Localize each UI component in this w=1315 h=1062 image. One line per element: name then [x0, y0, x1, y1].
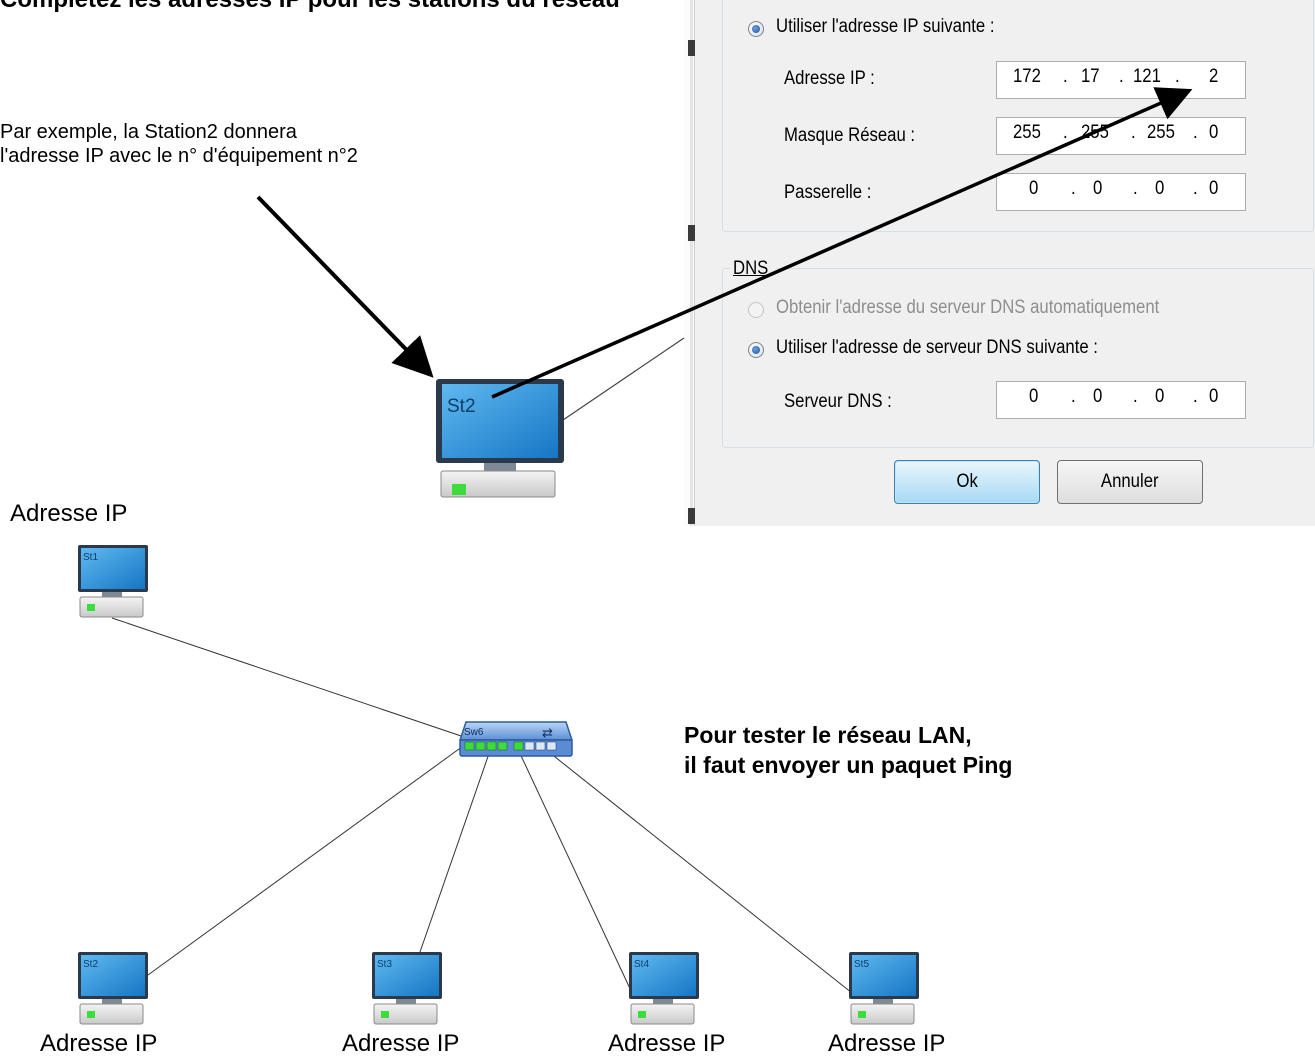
dialog-left-edge: [684, 0, 695, 526]
gateway-label: Passerelle :: [784, 182, 872, 203]
ip-label-st1: Adresse IP: [10, 500, 128, 527]
ip-label-st4: Adresse IP: [608, 1030, 726, 1057]
link-st5: [539, 744, 853, 994]
computer-st2[interactable]: St2: [78, 952, 148, 1025]
switch-label: Sw6: [464, 727, 484, 738]
dns-group-title: DNS: [730, 258, 777, 280]
station-label: St4: [634, 959, 649, 970]
radio-dns-auto[interactable]: [748, 302, 764, 318]
ok-button[interactable]: Ok: [894, 460, 1040, 504]
ping-test-note: Pour tester le réseau LAN, il faut envoy…: [684, 722, 1013, 778]
station-label: St2: [83, 959, 98, 970]
computer-st4[interactable]: St4: [629, 952, 699, 1025]
radio-dns-manual-label: Utiliser l'adresse de serveur DNS suivan…: [776, 337, 1098, 358]
computer-st5[interactable]: St5: [849, 952, 919, 1025]
page-headline: Complétez les adresses IP pour les stati…: [0, 0, 690, 14]
dns-server-label: Serveur DNS :: [784, 391, 892, 412]
subnet-mask-label: Masque Réseau :: [784, 125, 916, 146]
edge-tick: [688, 508, 695, 524]
computer-st1[interactable]: St1: [78, 545, 148, 618]
dialog-edge-line: [690, 0, 693, 526]
ip-label-st2: Adresse IP: [40, 1030, 158, 1057]
ip-address-label: Adresse IP :: [784, 68, 875, 89]
station-label: St5: [854, 959, 869, 970]
link-st4: [515, 744, 634, 996]
dns-server-field[interactable]: 0. 0. 0. 0: [996, 381, 1246, 419]
switch-sw6[interactable]: Sw6 ⇄: [458, 721, 574, 757]
link-st3: [411, 744, 493, 976]
dns-groupbox: [722, 268, 1314, 448]
radio-ip-manual[interactable]: [748, 21, 764, 37]
radio-dns-manual[interactable]: [748, 342, 764, 358]
ip-address-field[interactable]: 172. 17. 121. 2: [996, 61, 1246, 99]
ip-label-st3: Adresse IP: [342, 1030, 460, 1057]
radio-dns-auto-label: Obtenir l'adresse du serveur DNS automat…: [776, 297, 1160, 318]
big-station-label: St2: [447, 396, 476, 417]
switch-arrows-icon: ⇄: [542, 726, 553, 741]
computer-st3[interactable]: St3: [372, 952, 442, 1025]
station-label: St1: [83, 552, 98, 563]
station-label: St3: [377, 959, 392, 970]
edge-tick: [688, 225, 695, 241]
arrow-to-ip-field: [491, 87, 1193, 399]
ip-label-st5: Adresse IP: [828, 1030, 946, 1057]
arrow-to-station: [256, 195, 434, 378]
radio-ip-manual-label: Utiliser l'adresse IP suivante :: [776, 16, 995, 37]
cancel-button[interactable]: Annuler: [1057, 460, 1203, 504]
big-computer-st2[interactable]: St2: [436, 379, 564, 498]
link-st1: [111, 617, 471, 740]
edge-tick: [688, 40, 695, 56]
gateway-field[interactable]: 0. 0. 0. 0: [996, 173, 1246, 211]
ip-groupbox: [722, 0, 1314, 232]
example-note: Par exemple, la Station2 donnera l'adres…: [0, 121, 358, 167]
big-station-link: [562, 337, 685, 421]
link-st2: [147, 740, 471, 976]
